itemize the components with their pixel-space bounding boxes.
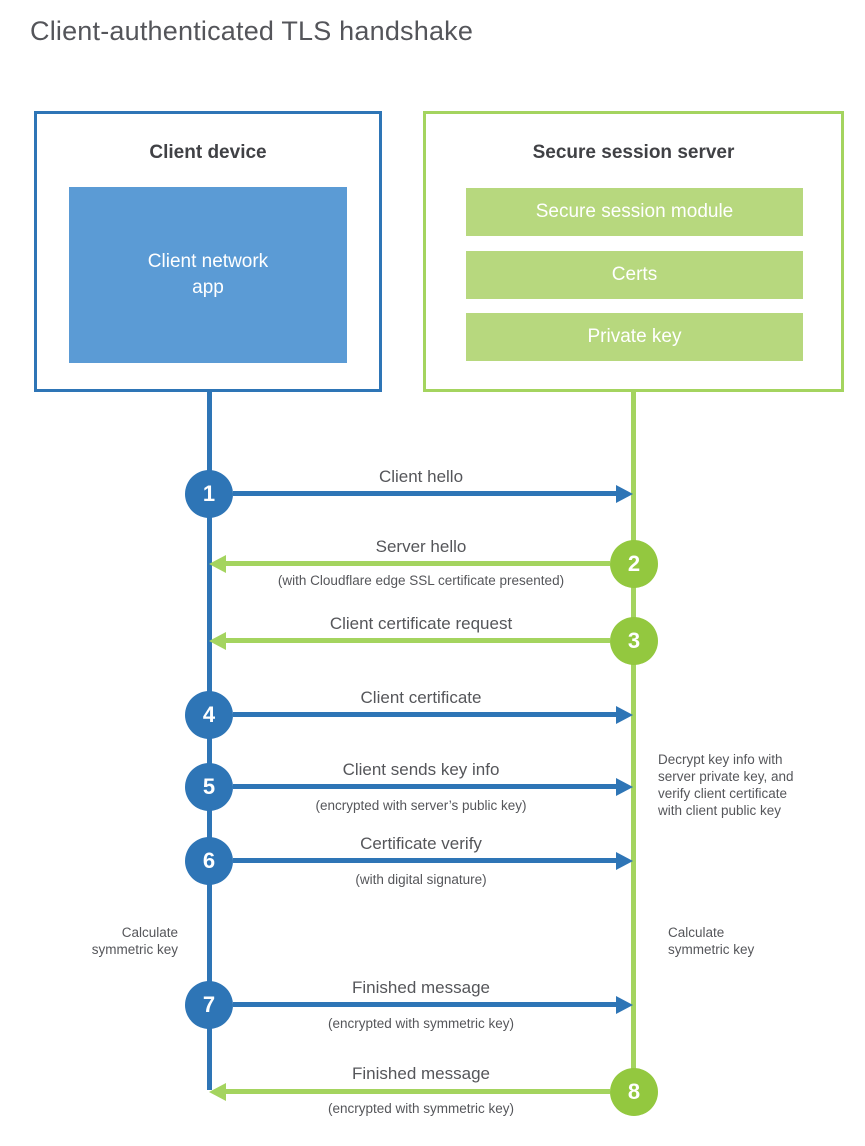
step-1-arrowhead-icon [616, 485, 633, 503]
step-6-label: Certificate verify [360, 834, 482, 853]
step-4-label: Client certificate [360, 688, 482, 707]
step-6-sublabel: (with digital signature) [355, 872, 487, 887]
step-2-label: Server hello [375, 537, 467, 556]
step-7-label: Finished message [352, 978, 490, 997]
step-2-number: 2 [610, 540, 658, 588]
step-5-number: 5 [185, 763, 233, 811]
step-8-arrow [226, 1089, 610, 1094]
step-4-arrow [233, 712, 616, 717]
step-3-arrowhead-icon [209, 632, 226, 650]
step-7-arrow [233, 1002, 616, 1007]
page-title: Client-authenticated TLS handshake [30, 16, 474, 46]
server-box-title: Secure session server [532, 142, 735, 163]
step-6-arrowhead-icon [616, 852, 633, 870]
client-device-title: Client device [149, 142, 267, 163]
step-1-label: Client hello [378, 467, 464, 486]
calculate-symmetric-key-server-note: Calculate symmetric key [668, 925, 755, 957]
client-network-app-box: Client network app [69, 187, 347, 363]
step-8-label: Finished message [352, 1064, 490, 1083]
step-5-label: Client sends key info [342, 760, 500, 779]
calculate-symmetric-key-client-note: Calculate symmetric key [91, 925, 178, 957]
step-4-arrowhead-icon [616, 706, 633, 724]
step-3-arrow [226, 638, 610, 643]
step-7-sublabel: (encrypted with symmetric key) [327, 1016, 515, 1031]
step-8-number: 8 [610, 1068, 658, 1116]
step-3-label: Client certificate request [329, 614, 513, 633]
step-5-sublabel: (encrypted with server’s public key) [315, 798, 527, 813]
client-lifeline [207, 391, 212, 1090]
step-5-arrow [233, 784, 616, 789]
step-8-arrowhead-icon [209, 1083, 226, 1101]
step-6-number: 6 [185, 837, 233, 885]
step-8-sublabel: (encrypted with symmetric key) [327, 1101, 515, 1116]
server-module-certs: Certs [466, 251, 803, 299]
step-4-number: 4 [185, 691, 233, 739]
step-1-arrow [233, 491, 616, 496]
step-2-arrow [226, 561, 610, 566]
step-2-arrowhead-icon [209, 555, 226, 573]
step-7-number: 7 [185, 981, 233, 1029]
step-5-arrowhead-icon [616, 778, 633, 796]
step-3-number: 3 [610, 617, 658, 665]
step-7-arrowhead-icon [616, 996, 633, 1014]
server-lifeline [631, 391, 636, 1092]
server-module-private-key: Private key [466, 313, 803, 361]
server-module-secure-session: Secure session module [466, 188, 803, 236]
step-2-sublabel: (with Cloudflare edge SSL certificate pr… [277, 573, 565, 588]
step-1-number: 1 [185, 470, 233, 518]
step-6-arrow [233, 858, 616, 863]
decrypt-verify-note: Decrypt key info with server private key… [658, 752, 794, 818]
